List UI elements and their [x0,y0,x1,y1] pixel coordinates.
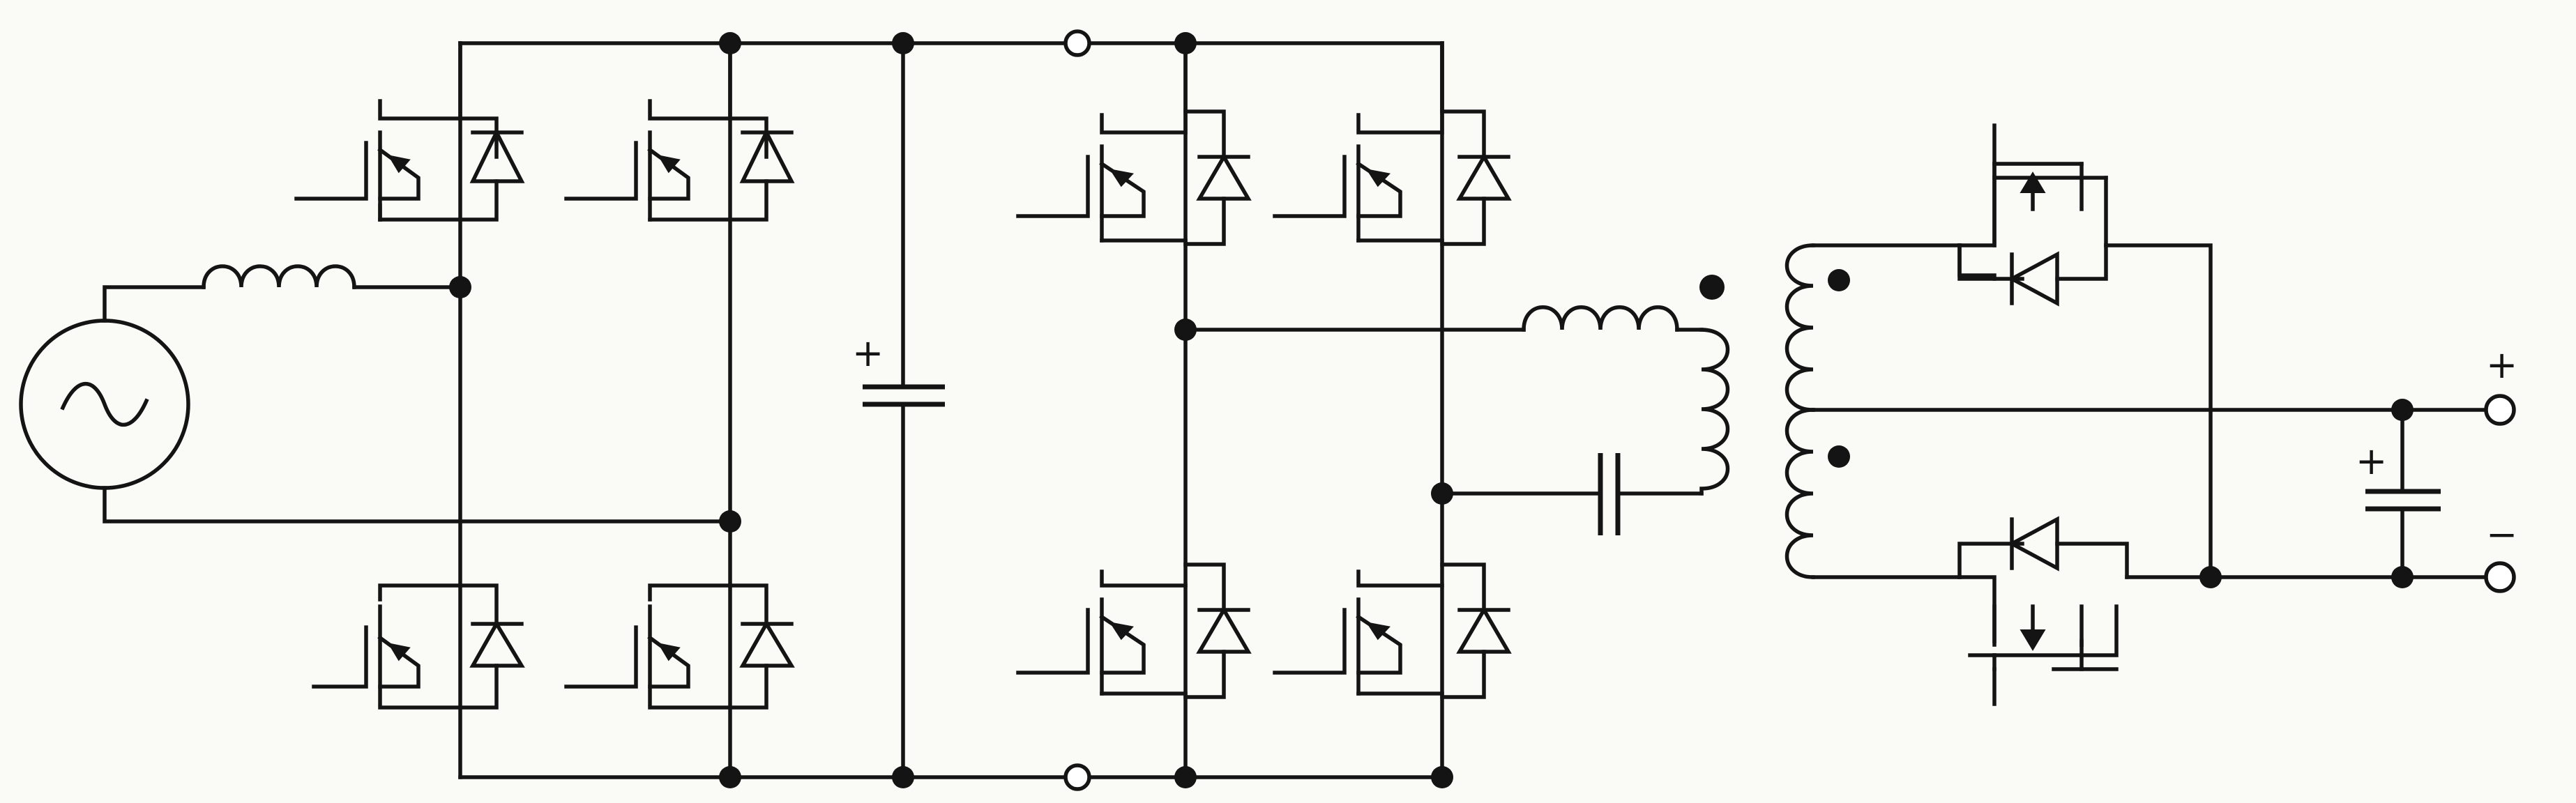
mosfet-inverter-lower-2 [1273,563,1512,699]
mosfet-inverter-upper-2 [1273,41,1512,246]
dc-bus-negative-terminal [1063,763,1091,791]
transformer-primary-winding [1699,328,1730,496]
output-capacitor-polarity: + [2356,439,2387,483]
mosfet-sr-lower [1957,516,2213,706]
dc-bus-positive-terminal [1063,29,1091,57]
output-capacitor [2365,408,2441,579]
junction-dots [449,32,2414,788]
igbt-left-lower-1 [312,583,525,710]
dc-link-capacitor [863,41,945,779]
resonant-capacitor [1598,453,1704,535]
resonant-inductor [1522,305,1704,332]
mosfet-inverter-lower-1 [1016,563,1252,699]
ac-source [19,319,190,490]
mosfet-sr-upper [1957,123,2213,579]
mosfet-inverter-upper-1 [1016,41,1252,246]
top-dc-bus-right [1075,41,1444,114]
igbt-left-upper-2 [564,41,795,222]
secondary-upper-polarity-dot [1828,269,1850,291]
inductor-polarity-dot [1699,275,1725,300]
igbt-left-upper-1 [294,41,525,222]
transformer-secondary-upper-winding [1785,243,1815,412]
source-top-wire [103,285,206,323]
output-negative-terminal [2484,561,2516,593]
igbt-left-lower-2 [564,583,795,710]
input-inductor [202,264,462,289]
transformer-secondary-lower-winding [1785,408,1815,579]
output-negative-label: − [2486,512,2517,556]
secondary-lower-polarity-dot [1828,445,1850,468]
output-positive-terminal [2484,394,2516,426]
source-bottom-wire [103,486,732,523]
output-positive-label: + [2486,343,2517,387]
dc-link-capacitor-polarity: + [852,331,884,375]
